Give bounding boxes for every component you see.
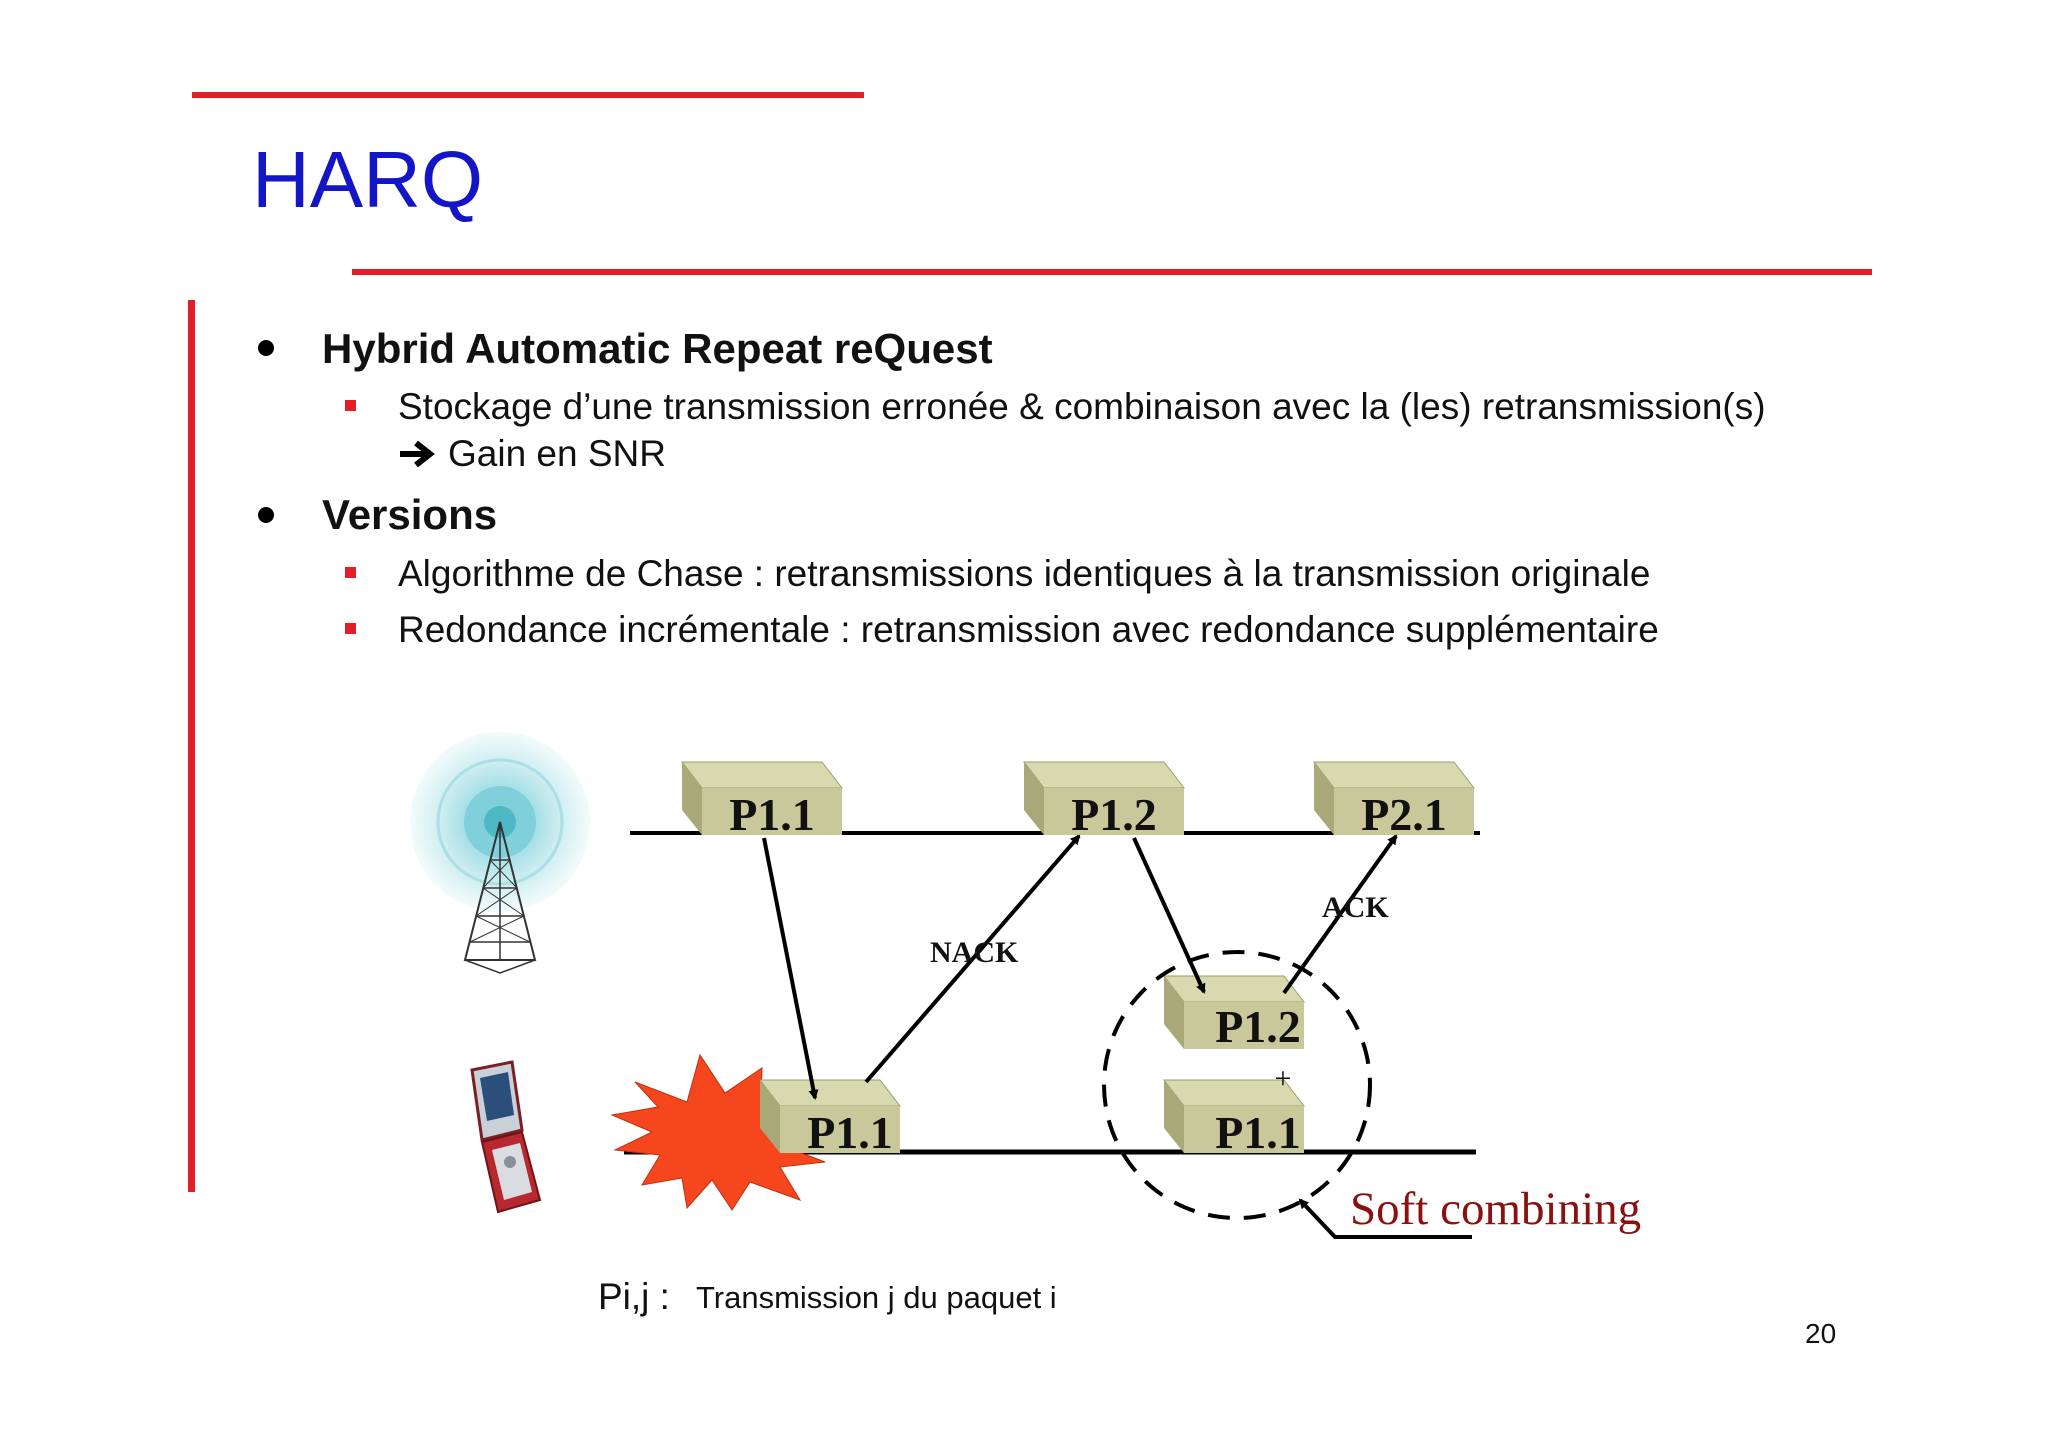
sub-bullet-marker xyxy=(345,567,356,578)
soft-combining-circle xyxy=(1102,950,1372,1220)
soft-combining-label: Soft combining xyxy=(1350,1183,1641,1235)
sub-bullet-incremental: Redondance incrémentale : retransmission… xyxy=(398,609,1659,650)
right-arrow-icon xyxy=(400,440,435,468)
title-underline-rule xyxy=(352,269,1872,275)
sub-bullet-storage: Stockage d’une transmission erronée & co… xyxy=(398,386,1766,427)
bullet-dot xyxy=(258,507,274,523)
soft-combining-pointer xyxy=(1298,1198,1472,1239)
packet-label: P1.2 xyxy=(1071,789,1157,840)
packet-block: P1.1 xyxy=(758,1079,902,1158)
sub-bullet-chase: Algorithme de Chase : retransmissions id… xyxy=(398,553,1651,594)
sub-bullet-marker xyxy=(345,623,356,634)
ack-arrow xyxy=(1282,834,1398,995)
packet-label: P1.1 xyxy=(807,1107,893,1158)
sub-bullet-marker xyxy=(345,400,356,411)
packet-block: P1.1 xyxy=(1162,1079,1306,1158)
plus-sign: + xyxy=(1275,1062,1292,1095)
legend-text: Transmission j du paquet i xyxy=(696,1280,1057,1315)
packet-block: P1.1 xyxy=(680,761,844,840)
harq-diagram: P1.1 P1.2 P2.1 P1.1 P1.2 P1.1 + NACK ACK xyxy=(410,732,1641,1239)
packet-label: P2.1 xyxy=(1361,789,1447,840)
packet-label: P1.2 xyxy=(1215,1001,1301,1052)
nack-arrow xyxy=(864,834,1081,1084)
packet-block: P1.2 xyxy=(1022,761,1186,840)
packet-label: P1.1 xyxy=(1215,1107,1301,1158)
page-number: 20 xyxy=(1805,1318,1837,1349)
legend-key: Pi,j : xyxy=(598,1276,670,1317)
top-accent-rule xyxy=(192,92,864,98)
bullet-harq-definition: Hybrid Automatic Repeat reQuest xyxy=(322,325,993,372)
packet-label: P1.1 xyxy=(729,789,815,840)
packet-block: P1.2 xyxy=(1162,975,1306,1052)
flip-phone-icon xyxy=(470,1060,542,1214)
nack-label: NACK xyxy=(930,936,1019,969)
bullet-dot xyxy=(258,340,274,356)
error-burst-icon xyxy=(610,1053,832,1211)
gain-label: Gain en SNR xyxy=(448,433,666,474)
packet-block: P2.1 xyxy=(1312,761,1476,840)
left-accent-bar xyxy=(188,300,195,1192)
ack-label: ACK xyxy=(1322,891,1389,924)
slide-title: HARQ xyxy=(252,135,484,224)
bullet-versions: Versions xyxy=(322,491,498,538)
transmission-arrow xyxy=(762,837,819,1100)
base-station-tower-icon xyxy=(410,732,590,974)
retransmission-arrow xyxy=(1132,837,1206,994)
sub-bullet-gain: Gain en SNR xyxy=(398,435,666,472)
